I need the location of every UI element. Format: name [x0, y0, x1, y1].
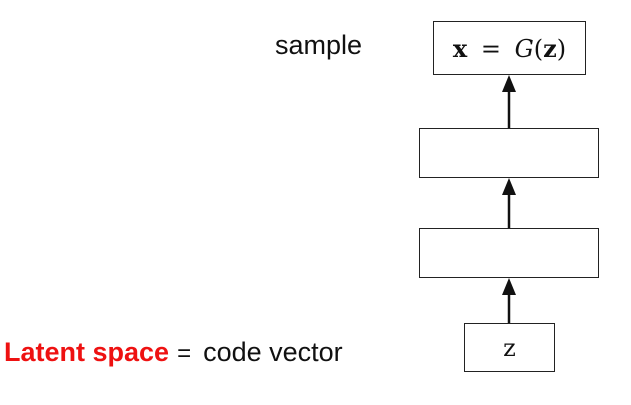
output-z-symbol: z — [543, 33, 557, 63]
arrow-hidden1-to-hidden2 — [502, 178, 516, 228]
open-paren: ( — [533, 34, 544, 63]
generator-function-symbol: G — [514, 34, 534, 63]
output-box: x = G(z) — [433, 21, 586, 75]
latent-equals-sign: = — [177, 340, 192, 367]
close-paren: ) — [556, 34, 567, 63]
sample-label: sample — [275, 30, 363, 60]
latent-space-term: Latent space — [4, 337, 170, 367]
output-formula: x = G(z) — [453, 34, 566, 63]
hidden-layer-2-box — [419, 128, 599, 178]
output-x-symbol: x — [452, 33, 468, 63]
input-z-symbol: z — [503, 333, 516, 362]
input-box: z — [464, 323, 555, 372]
latent-space-caption: Latent space = code vector — [4, 337, 343, 368]
arrow-input-to-hidden1 — [502, 278, 516, 323]
output-equals-sign: = — [480, 34, 501, 63]
arrow-hidden2-to-output — [502, 75, 516, 128]
code-vector-label: code vector — [203, 337, 343, 367]
hidden-layer-1-box — [419, 228, 599, 278]
